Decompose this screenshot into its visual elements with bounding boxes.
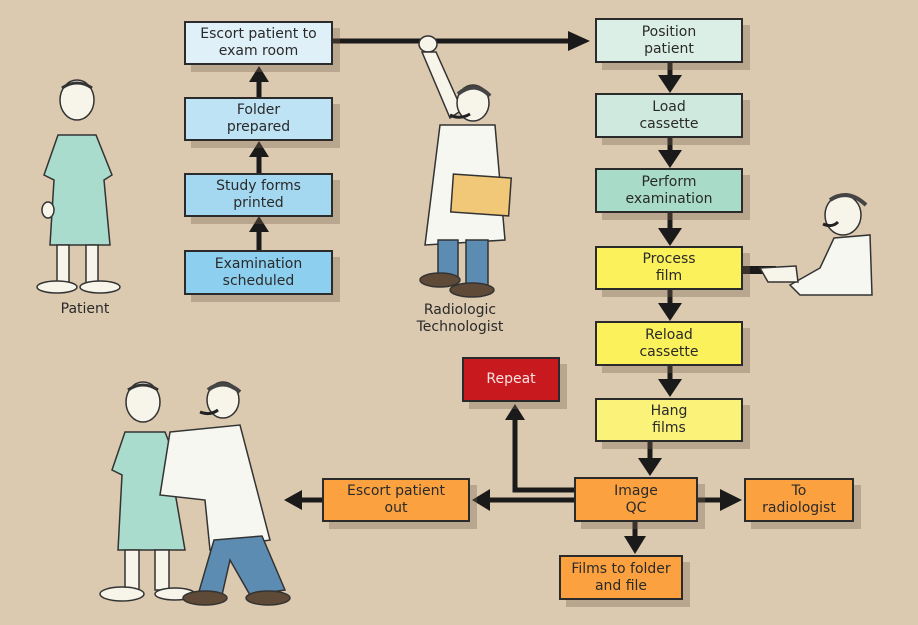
process-film-box: Process film [595, 246, 743, 290]
film-processor-bar [742, 266, 776, 274]
position-patient-box: Position patient [595, 18, 743, 63]
image-qc-box: Image QC [574, 477, 698, 522]
perform-exam-box: Perform examination [595, 168, 743, 213]
escort-to-exam-box: Escort patient to exam room [184, 21, 333, 65]
processor-technologist-figure [758, 193, 873, 296]
arrow-qc-to-radiologist [697, 489, 742, 511]
arrow-scheduled-to-forms [249, 216, 269, 250]
arrow-position-to-load [658, 63, 682, 93]
arrow-load-to-perform [658, 138, 682, 168]
arrow-qc-to-escort-out [472, 489, 574, 511]
reload-cassette-box: Reload cassette [595, 321, 743, 366]
arrow-qc-to-repeat [505, 404, 574, 493]
exam-scheduled-box: Examination scheduled [184, 250, 333, 295]
arrow-escort-to-position [333, 31, 590, 51]
films-to-folder-box: Films to folder and file [559, 555, 683, 600]
arrow-escort-out-to-patient [284, 490, 322, 510]
arrow-perform-to-process [658, 213, 682, 246]
escort-out-box: Escort patient out [322, 478, 470, 522]
arrow-folder-to-escort [249, 66, 269, 97]
escort-out-figures [99, 381, 291, 606]
repeat-box: Repeat [462, 357, 560, 402]
arrow-forms-to-folder [249, 141, 269, 173]
to-radiologist-box: To radiologist [744, 478, 854, 522]
technologist-label: Radiologic Technologist [416, 302, 504, 335]
load-cassette-box: Load cassette [595, 93, 743, 138]
folder-prepared-box: Folder prepared [184, 97, 333, 141]
forms-printed-box: Study forms printed [184, 173, 333, 217]
arrow-reload-to-hang [658, 366, 682, 397]
technologist-figure [418, 35, 513, 298]
patient-label: Patient [60, 301, 110, 317]
hang-films-box: Hang films [595, 398, 743, 442]
arrow-process-to-reload [658, 290, 682, 321]
arrow-hang-to-qc [638, 442, 662, 476]
patient-figure [36, 79, 121, 294]
arrow-qc-to-folder [624, 522, 646, 554]
